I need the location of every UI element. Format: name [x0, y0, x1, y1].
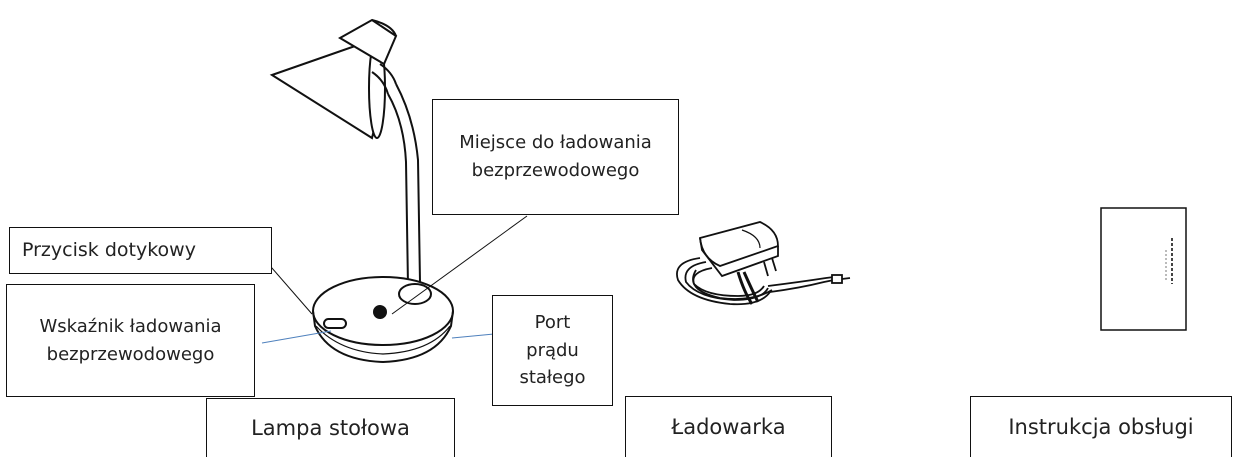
- callout-touch-button-text: Przycisk dotykowy: [22, 238, 196, 261]
- callout-charging-indicator: Wskaźnik ładowania bezprzewodowego: [6, 284, 255, 397]
- caption-charger-text: Ładowarka: [671, 415, 786, 439]
- callout-dc-port: Port prądu stałego: [492, 295, 613, 406]
- callout-wireless-charging-spot-text: Miejsce do ładowania bezprzewodowego: [459, 132, 652, 181]
- charger-illustration: [676, 221, 851, 306]
- callout-touch-button: Przycisk dotykowy: [9, 227, 272, 274]
- desk-lamp-illustration: [269, 18, 454, 364]
- leader-line-dc-port: [451, 333, 495, 339]
- callout-wireless-charging-spot: Miejsce do ładowania bezprzewodowego: [432, 99, 679, 215]
- caption-desk-lamp: Lampa stołowa: [206, 398, 455, 457]
- callout-dc-port-text: Port prądu stałego: [519, 311, 586, 389]
- manual-illustration: [1100, 207, 1187, 331]
- caption-manual-text: Instrukcja obsługi: [1008, 415, 1194, 439]
- caption-manual: Instrukcja obsługi: [970, 396, 1232, 457]
- leader-line-indicator: [261, 330, 332, 344]
- caption-charger: Ładowarka: [625, 396, 832, 457]
- caption-desk-lamp-text: Lampa stołowa: [251, 416, 410, 440]
- callout-charging-indicator-text: Wskaźnik ładowania bezprzewodowego: [39, 315, 222, 365]
- leader-line-wireless-spot: [391, 215, 528, 315]
